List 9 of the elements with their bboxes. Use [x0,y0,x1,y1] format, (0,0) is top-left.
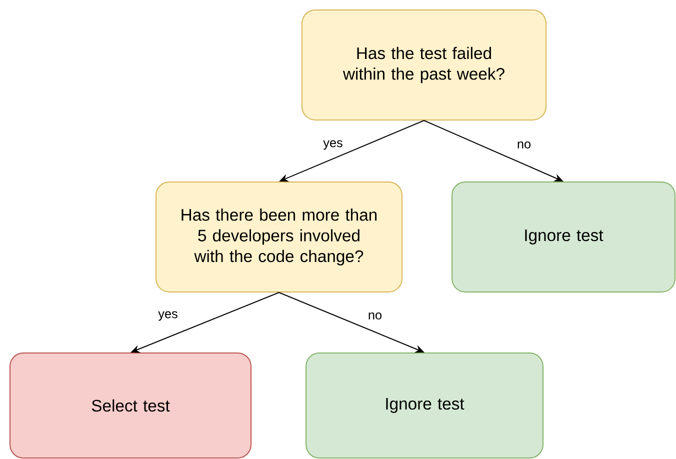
edge-label: yes [156,310,180,322]
outcome-box: Ignore test [306,352,544,458]
edge-label: no [516,140,532,150]
outcome-box: Select test [10,352,252,458]
outcome-box: Ignore test [452,182,676,292]
question-box: Has there been more than 5 developers involved with the code change? [156,182,402,292]
question-box: Has the test failed within the past week? [302,10,546,120]
edge-label: yes [322,138,344,152]
edge-label: no [366,311,384,321]
